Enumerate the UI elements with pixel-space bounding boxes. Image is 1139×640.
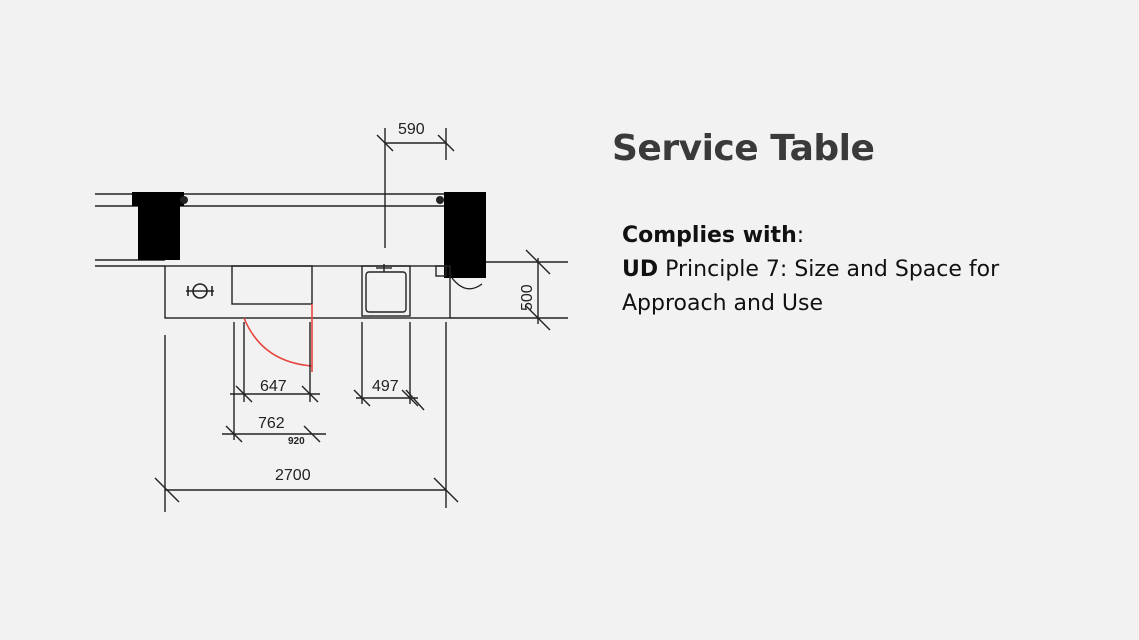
- dim-label-500: 500: [519, 284, 536, 311]
- column-right: [444, 192, 486, 278]
- dim-762: [222, 425, 326, 443]
- slide-title: Service Table: [612, 128, 875, 169]
- dim-500: [525, 249, 551, 331]
- column-left-cap: [132, 192, 184, 206]
- ud-label: UD: [622, 257, 659, 282]
- dim-590: [376, 134, 455, 152]
- centerline: [384, 128, 447, 248]
- complies-line: Complies with:: [622, 219, 1092, 253]
- principle-text: Principle 7: Size and Space for Approach…: [622, 257, 1000, 316]
- compliance-text: Complies with: UD Principle 7: Size and …: [622, 219, 1092, 321]
- extension-lines: [164, 322, 447, 512]
- floor-plan-drawing: 590 500 647 762 920 497: [95, 121, 568, 512]
- dim-label-2700: 2700: [275, 467, 311, 484]
- complies-colon: :: [796, 223, 805, 248]
- dim-label-647: 647: [260, 378, 287, 395]
- principle-line: UD Principle 7: Size and Space for Appro…: [622, 253, 1092, 321]
- dim-497: [353, 389, 425, 411]
- dim-647: [230, 385, 320, 403]
- column-left: [138, 204, 180, 260]
- dim-label-590: 590: [398, 121, 425, 138]
- rail-bolt-left: [180, 196, 188, 204]
- tap-icon: [186, 283, 214, 299]
- complies-label: Complies with: [622, 223, 797, 248]
- counter: [164, 264, 483, 319]
- dim-label-920: 920: [288, 436, 305, 447]
- dim-2700: [154, 477, 459, 503]
- dim-label-497: 497: [372, 378, 399, 395]
- rail-bolt-right: [436, 196, 444, 204]
- dim-label-762: 762: [258, 415, 285, 432]
- door-swing: [243, 304, 313, 372]
